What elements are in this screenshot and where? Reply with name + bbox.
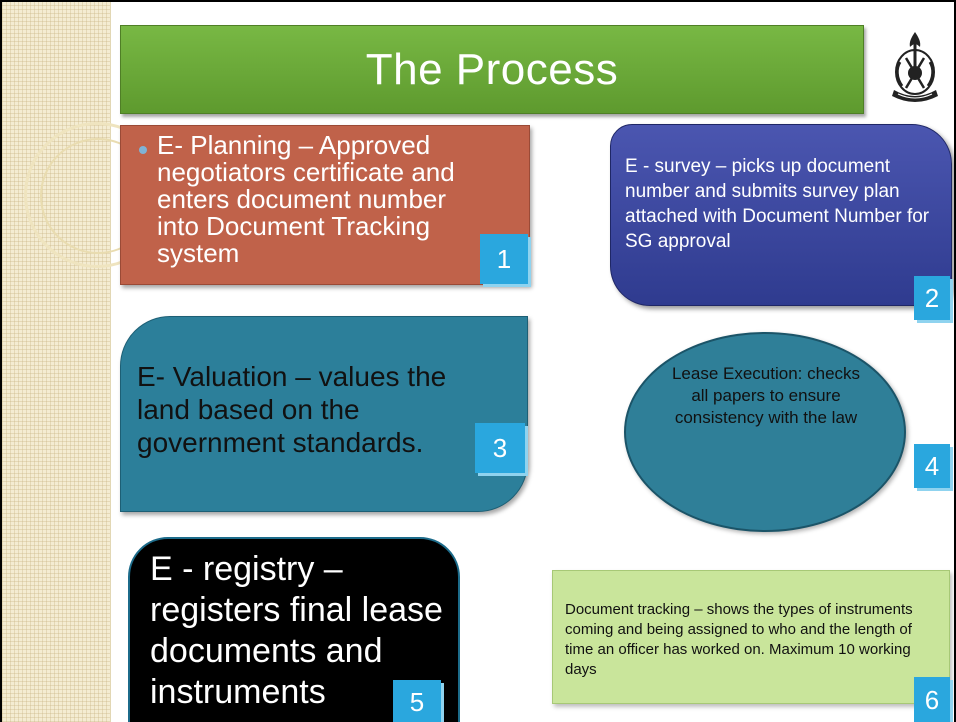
bullet-icon	[139, 146, 147, 154]
title-bar: The Process	[120, 25, 864, 114]
step-e-valuation-text: E- Valuation – values the land based on …	[137, 361, 447, 458]
step-number-badge-3: 3	[475, 423, 525, 473]
step-document-tracking-text: Document tracking – shows the types of i…	[565, 601, 913, 678]
step-document-tracking: Document tracking – shows the types of i…	[552, 570, 950, 704]
step-lease-execution-text: Lease Execution: checks all papers to en…	[671, 364, 861, 427]
step-e-survey: E - survey – picks up document number an…	[610, 124, 952, 306]
step-lease-execution: Lease Execution: checks all papers to en…	[624, 332, 906, 532]
step-e-planning-text: E- Planning – Approved negotiators certi…	[157, 130, 455, 268]
step-e-survey-text: E - survey – picks up document number an…	[625, 156, 930, 252]
slide-title: The Process	[365, 44, 619, 94]
step-number-badge-1: 1	[480, 234, 528, 284]
step-e-planning: E- Planning – Approved negotiators certi…	[120, 125, 530, 285]
coat-of-arms-icon	[884, 28, 946, 108]
step-e-valuation: E- Valuation – values the land based on …	[120, 316, 528, 512]
step-number-badge-6: 6	[914, 677, 950, 722]
step-number-badge-2: 2	[914, 276, 950, 320]
step-number-badge-5: 5	[393, 680, 441, 722]
decorative-side-strip	[2, 2, 111, 722]
step-number-badge-4: 4	[914, 444, 950, 488]
step-e-registry-text: E - registry – registers final lease doc…	[150, 550, 443, 711]
